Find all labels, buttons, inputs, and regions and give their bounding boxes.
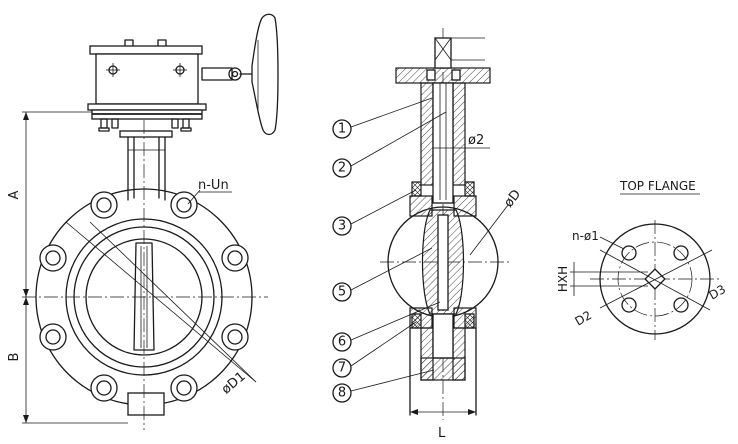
part-2: 6 — [338, 335, 346, 350]
n-un-label: n-Un — [198, 178, 229, 193]
dim-a-label: A — [7, 190, 22, 199]
n-phi1-label: n-ø1 — [572, 229, 599, 243]
top-flange-view: TOP FLANGE HXH n-ø1 D2 D3 — [556, 179, 728, 340]
dim-b-label: B — [7, 353, 22, 362]
part-8: 2 — [338, 161, 346, 176]
part-5: 3 — [338, 219, 346, 234]
part-7: 1 — [338, 122, 346, 137]
gearbox — [87, 13, 279, 136]
d2-label: D2 — [573, 308, 595, 329]
hxh-label: HXH — [556, 266, 570, 292]
part-callouts: 1 2 3 5 6 7 8 — [332, 97, 447, 403]
section-view: ø2 øD L 1 2 3 5 6 7 — [332, 28, 524, 441]
valve-neck — [119, 130, 173, 201]
top-flange-title: TOP FLANGE — [619, 179, 696, 193]
phi-d-label: øD — [501, 187, 524, 210]
phi-2-label: ø2 — [468, 133, 484, 148]
front-view: A B n-Un øD1 — [7, 13, 279, 430]
part-3: 5 — [338, 285, 346, 300]
valve-body — [22, 120, 268, 430]
part-6: 7 — [338, 361, 346, 376]
dim-l-label: L — [438, 426, 446, 441]
part-1: 8 — [338, 386, 346, 401]
lug-holes — [39, 191, 249, 402]
phi-d1-label: øD1 — [219, 369, 249, 397]
